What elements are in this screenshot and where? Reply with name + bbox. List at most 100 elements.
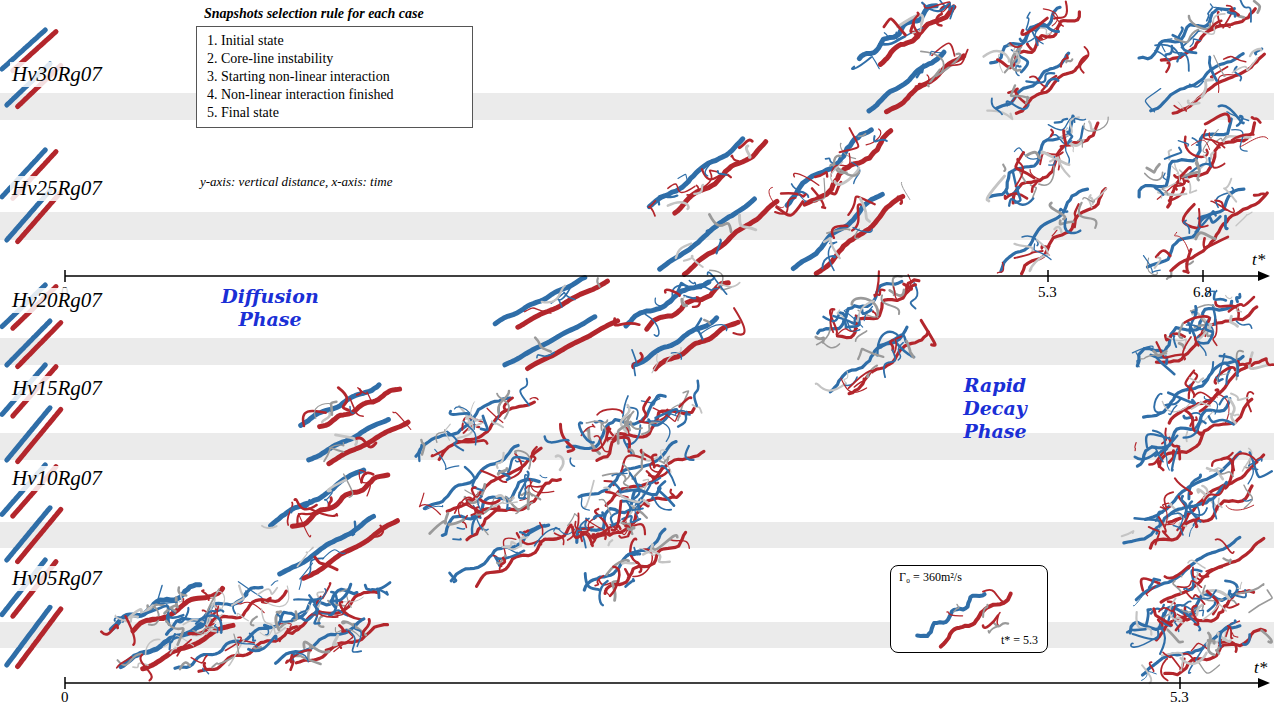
vortex-filament <box>1053 14 1064 26</box>
vortex-core <box>1173 54 1264 113</box>
vortex-filament <box>1168 630 1183 642</box>
vortex-filament <box>1213 501 1216 519</box>
vortex-core <box>1156 307 1256 363</box>
vortex-filament <box>1210 468 1223 472</box>
vortex-core <box>467 480 560 540</box>
vortex-filament <box>170 634 175 649</box>
vortex-filament <box>1199 610 1204 616</box>
tick-label: 5.3 <box>1038 284 1057 301</box>
vortex-filament <box>812 189 825 208</box>
vortex-filament <box>874 271 879 296</box>
vortex-filament <box>1173 335 1176 347</box>
vortex-filament <box>1169 405 1177 414</box>
vortex-filament <box>540 523 543 535</box>
tick <box>1047 270 1049 282</box>
vortex-filament <box>661 466 676 485</box>
vortex-filament <box>1149 527 1160 545</box>
vortex-filament <box>685 446 693 460</box>
vortex-filament <box>597 278 600 286</box>
vortex-filament <box>1079 203 1097 228</box>
vortex-filament <box>1227 603 1239 608</box>
vortex-filament <box>1084 117 1108 131</box>
vortex-filament <box>1146 434 1170 447</box>
vortex-filament <box>1185 371 1194 397</box>
vortex-filament <box>1184 221 1190 234</box>
vortex-filament <box>1205 114 1229 124</box>
vortex-filament <box>357 438 376 447</box>
vortex-core <box>647 283 729 329</box>
vortex-filament <box>1172 166 1180 182</box>
vortex-filament <box>338 388 348 410</box>
vortex-filament <box>652 354 658 373</box>
vortex-filament <box>1237 582 1242 589</box>
vortex-filament <box>251 617 257 626</box>
axis-arrow <box>1258 271 1270 281</box>
vortex-filament <box>670 490 674 496</box>
vortex-filament <box>927 75 930 83</box>
vortex-filament <box>1050 157 1070 176</box>
vortex-filament <box>1229 398 1236 423</box>
vortex-filament <box>901 182 910 199</box>
vortex-filament <box>1037 25 1062 40</box>
axis-line <box>65 275 1262 277</box>
vortex-core <box>175 627 274 668</box>
vortex-filament <box>1066 59 1072 62</box>
vortex-core <box>289 592 378 634</box>
vortex-filament <box>904 284 916 288</box>
vortex-filament <box>291 655 294 670</box>
vortex-filament <box>1013 173 1020 203</box>
vortex-filament <box>579 423 593 443</box>
vortex-filament <box>1011 85 1029 97</box>
vortex-filament <box>610 567 619 596</box>
vortex-filament <box>1199 209 1208 227</box>
vortex-filament <box>1232 58 1257 73</box>
vortex-filament <box>731 156 738 162</box>
vortex-core <box>626 282 709 326</box>
vortex-filament <box>520 379 529 406</box>
vortex-filament <box>331 402 336 415</box>
vortex-filament <box>817 322 831 345</box>
vortex-core <box>660 199 755 269</box>
vortex-filament <box>542 286 565 303</box>
vortex-filament <box>1026 12 1030 29</box>
vortex-filament <box>1244 485 1253 508</box>
vortex-filament <box>457 528 464 529</box>
vortex-filament <box>556 456 563 470</box>
vortex-filament <box>633 453 644 479</box>
vortex-filament <box>1175 167 1191 177</box>
vortex-filament <box>1142 665 1151 683</box>
vortex-filament <box>1016 153 1034 178</box>
vortex-filament <box>827 229 850 233</box>
vortex-filament <box>874 136 887 141</box>
vortex-filament <box>1214 292 1226 300</box>
vortex-filament <box>1184 421 1206 438</box>
vortex-filament <box>650 464 661 472</box>
vortex-filament <box>1220 472 1233 477</box>
vortex-filament <box>1152 446 1164 462</box>
vortex-filament <box>1154 609 1172 625</box>
vortex-filament <box>676 283 701 294</box>
vortex-filament <box>853 228 872 233</box>
vortex-filament <box>1146 609 1151 625</box>
vortex-filament <box>1228 12 1235 16</box>
vortex-filament <box>895 336 902 352</box>
tick-label: 0 <box>61 689 69 706</box>
vortex-filament <box>946 50 968 66</box>
vortex-filament <box>1147 164 1160 172</box>
vortex-filament <box>1149 579 1160 588</box>
vortex-filament <box>1232 134 1254 140</box>
phase-label: Diffusion Phase <box>205 285 335 331</box>
vortex-filament <box>249 636 277 651</box>
vortex-core <box>18 409 61 461</box>
band <box>0 522 1274 548</box>
vortex-filament <box>195 611 211 629</box>
vortex-filament <box>1011 47 1021 70</box>
vortex-filament <box>1208 641 1214 644</box>
vortex-filament <box>250 634 255 641</box>
vortex-filament <box>254 647 261 649</box>
vortex-filament <box>830 162 842 182</box>
vortex-filament <box>535 529 560 546</box>
case-label: Hv05Rg07 <box>10 566 104 591</box>
vortex-filament <box>668 184 695 192</box>
